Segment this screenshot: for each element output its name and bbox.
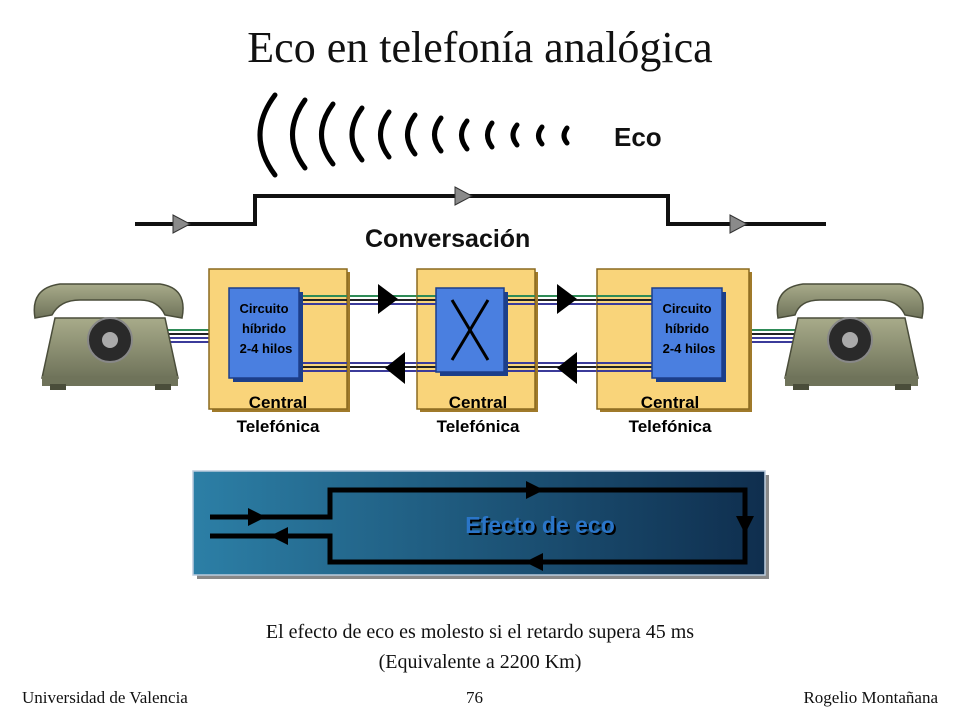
arrow-down-icon — [736, 516, 754, 534]
page-title: Eco en telefonía analógica — [247, 23, 713, 72]
footer-right: Rogelio Montañana — [803, 688, 938, 707]
arrow-left-icon — [525, 553, 543, 571]
efecto-eco-panel: Efecto de eco Efecto de eco — [192, 470, 769, 579]
efecto-eco-shadow: Efecto de eco — [467, 514, 617, 540]
footer-left: Universidad de Valencia — [22, 688, 188, 707]
echo-arc — [561, 125, 570, 146]
arrow-right-icon — [557, 284, 577, 314]
central-3-line2: Telefónica — [629, 417, 712, 436]
echo-note: El efecto de eco es molesto si el retard… — [180, 617, 780, 677]
arrow-left-icon — [270, 527, 288, 545]
arrow-right-icon — [526, 481, 544, 499]
echo-arc — [319, 101, 336, 167]
arrow-right-icon — [378, 284, 398, 314]
arrow-right-icon — [454, 186, 474, 206]
eco-label: Eco — [614, 122, 662, 152]
echo-arc — [257, 92, 278, 178]
switch-matrix — [435, 287, 508, 376]
echo-arc — [378, 109, 392, 160]
echo-arc — [485, 120, 495, 150]
conversacion-label: Conversación — [365, 225, 530, 253]
hybrid-right-line1: Circuito — [662, 301, 711, 316]
note-line2: (Equivalente a 2200 Km) — [378, 651, 582, 673]
hybrid-right-line2: híbrido — [665, 321, 709, 336]
arrow-left-icon — [557, 352, 577, 384]
central-3-line1: Central — [641, 393, 700, 412]
telephone-right-icon — [776, 283, 924, 390]
hybrid-right-line3: 2-4 hilos — [663, 341, 716, 356]
arrow-right-icon — [729, 214, 749, 234]
hybrid-circuit-right — [651, 287, 726, 382]
echo-arc — [432, 115, 444, 154]
echo-arc — [536, 124, 545, 147]
central-1-line2: Telefónica — [237, 417, 320, 436]
page-number: 76 — [466, 688, 483, 707]
hybrid-circuit-left — [228, 287, 303, 382]
echo-arc — [290, 97, 308, 171]
hybrid-left-line1: Circuito — [239, 301, 288, 316]
central-2-line2: Telefónica — [437, 417, 520, 436]
arrow-right-icon — [172, 214, 192, 234]
arrow-right-icon — [248, 508, 266, 526]
hybrid-left-line3: 2-4 hilos — [240, 341, 293, 356]
echo-arc — [510, 122, 520, 148]
efecto-eco-label: Efecto de eco — [465, 512, 615, 538]
echo-waves — [257, 92, 570, 178]
arrow-left-icon — [385, 352, 405, 384]
central-wires — [300, 295, 652, 372]
conversation-line — [135, 186, 826, 234]
note-line1: El efecto de eco es molesto si el retard… — [265, 621, 695, 643]
echo-arc — [459, 118, 470, 152]
echo-arc — [349, 105, 365, 163]
central-2-line1: Central — [449, 393, 508, 412]
telephone-left-icon — [33, 283, 184, 390]
hybrid-left-line2: híbrido — [242, 321, 286, 336]
echo-arc — [405, 112, 418, 157]
central-1-line1: Central — [249, 393, 308, 412]
